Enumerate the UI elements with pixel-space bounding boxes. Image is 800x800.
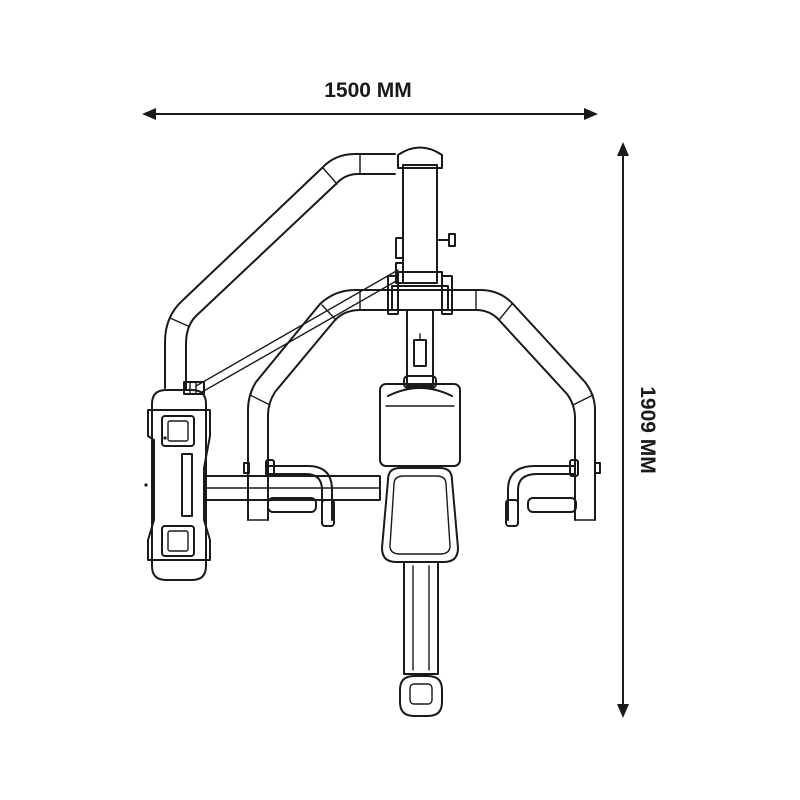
arm-frame-joint-e xyxy=(249,394,271,406)
left-handle-upper xyxy=(267,465,333,521)
upper-foot-peg xyxy=(161,415,195,447)
back-pad-hinge xyxy=(403,375,437,389)
right-handle-lower-grip xyxy=(527,497,577,513)
foot-base xyxy=(399,675,443,717)
main-column xyxy=(402,164,438,284)
left-handle-grip xyxy=(321,499,335,527)
upper-frame-inner xyxy=(185,173,396,391)
lower-foot-peg xyxy=(161,525,195,557)
left-handle-upper-inner xyxy=(267,473,323,521)
column-bracket-side-right xyxy=(441,275,453,315)
cable-connector xyxy=(183,381,205,395)
upper-frame-outer xyxy=(164,153,396,389)
upper-foot-peg-inner xyxy=(167,420,189,442)
column-top-cap xyxy=(397,146,443,169)
foot-base-inner xyxy=(409,683,433,705)
width-arrow-left-icon xyxy=(142,108,156,120)
right-handle-grip xyxy=(505,499,519,527)
seat-pad xyxy=(381,467,459,563)
weight-slot xyxy=(181,453,193,517)
pop-pin-right xyxy=(436,233,456,247)
height-dimension: 1909 MM xyxy=(617,142,659,718)
arm-frame-joint-d xyxy=(498,303,513,321)
height-dimension-label: 1909 MM xyxy=(636,386,659,474)
back-pad-top-curve xyxy=(387,387,453,397)
cable-lower xyxy=(201,279,399,393)
seat-adjust-knob xyxy=(413,339,427,367)
plate-dot-b xyxy=(144,483,148,487)
width-arrow-right-icon xyxy=(584,108,598,120)
knob-right xyxy=(594,462,601,474)
seat-rail-upper xyxy=(406,309,434,387)
lower-foot-peg-inner xyxy=(167,530,189,552)
arm-frame-outer xyxy=(247,289,596,521)
width-dimension: 1500 MM xyxy=(142,79,598,120)
weight-plate-housing xyxy=(151,389,207,581)
seat-pad-inner xyxy=(389,475,451,555)
width-dimension-label: 1500 MM xyxy=(324,79,412,102)
plate-dot-a xyxy=(163,436,167,440)
right-handle-upper-inner xyxy=(517,473,576,521)
weight-plate-body xyxy=(147,409,211,561)
right-handle-upper xyxy=(507,465,576,521)
back-pad xyxy=(379,383,461,467)
knob-left xyxy=(243,462,250,474)
column-bracket-side-left xyxy=(387,275,399,315)
upper-frame-joint-c xyxy=(169,317,189,327)
height-arrow-bottom-icon xyxy=(617,704,629,718)
left-handle-cap xyxy=(265,459,275,477)
machine-drawing xyxy=(144,146,601,717)
arm-frame-joint-f xyxy=(572,394,594,406)
lower-rail xyxy=(403,561,439,675)
upper-frame-joint-b xyxy=(322,167,338,185)
right-handle-cap xyxy=(569,459,579,477)
height-arrow-top-icon xyxy=(617,142,629,156)
left-handle-lower-grip xyxy=(267,497,317,513)
arm-frame-joint-c xyxy=(321,304,337,321)
